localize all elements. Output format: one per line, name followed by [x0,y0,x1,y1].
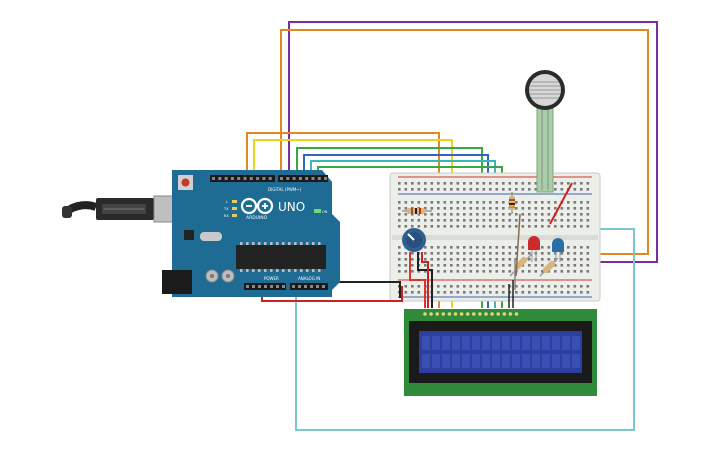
wire-lcd-power [508,280,514,308]
chip-pins [240,242,321,272]
board-model-label: UNO [278,200,305,214]
wire-pot-lcd [409,252,433,308]
digital-pin-header [212,177,328,180]
wire-orange-loop [280,29,649,255]
force-sensitive-resistor-icon [525,70,565,193]
resistor-diag-1 [509,253,533,277]
wire-cyan-loop [295,228,635,431]
digital-label: DIGITAL (PWM~) [268,187,302,192]
resistor-top [509,192,515,214]
usb-cable [62,195,181,223]
tx-label: TX [223,207,229,211]
arduino-logo-icon [240,197,274,215]
resistor-left [402,208,432,214]
wire-purple-loop [288,21,658,263]
l-label: L [226,200,228,204]
wire-red-breadboard [549,182,573,225]
arduino-uno-board: UNO ARDUINO DIGITAL (PWM~) L TX RX ON PO… [162,170,340,297]
led-red [528,236,540,262]
led-blue [552,238,564,262]
rx-label: RX [224,214,229,218]
resistor-diag-2 [539,257,559,277]
potentiometer [402,228,426,252]
wire-gray-jumpers [514,213,521,290]
lcd-16x2-module [404,309,597,396]
power-analog-pin-header [246,285,325,288]
brand-label: ARDUINO [246,215,268,221]
lcd-character-grid [422,336,580,368]
on-label: ON [322,210,328,214]
analog-label: ANALOG IN [298,276,320,281]
power-label: POWER [264,276,279,281]
lcd-pin-header [423,312,519,316]
wire-power-black [330,281,401,298]
